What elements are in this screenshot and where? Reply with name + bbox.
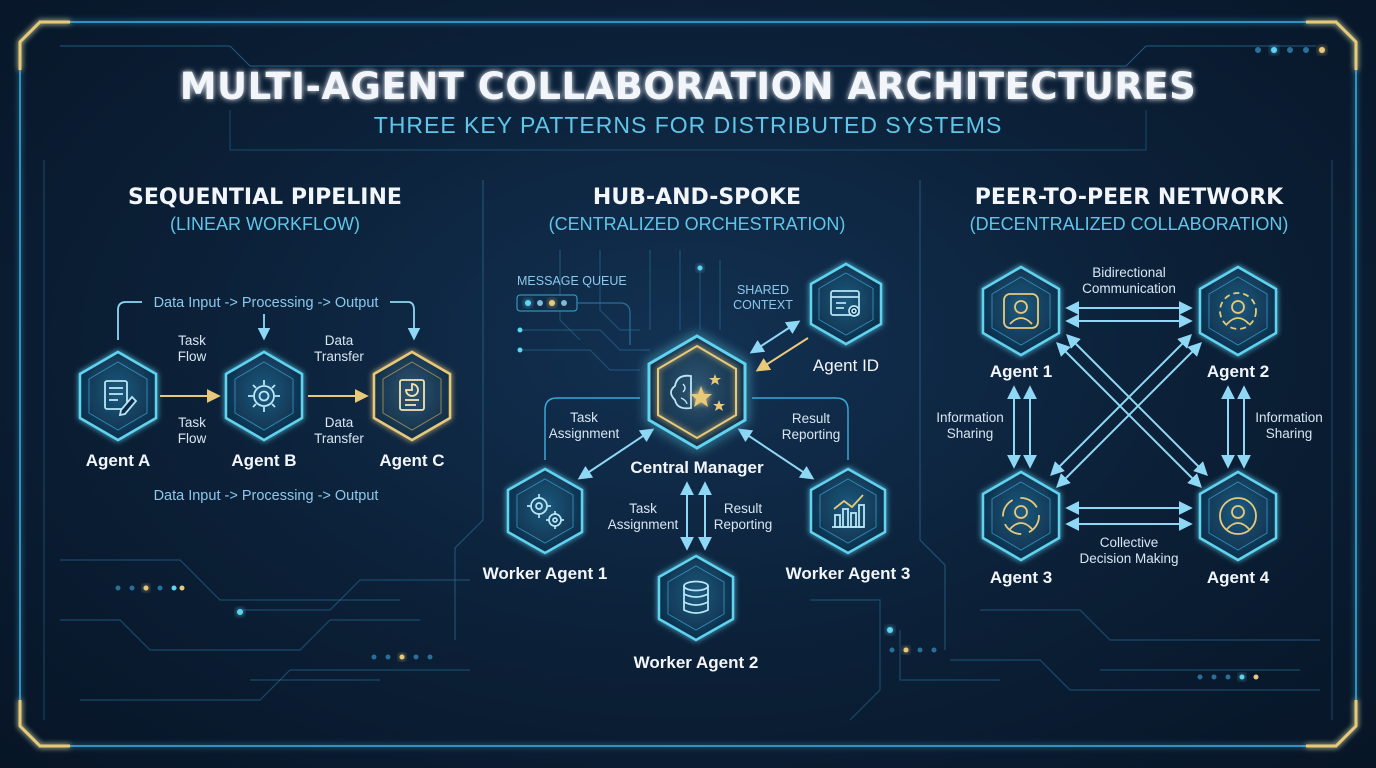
sequential-subtitle: (LINEAR WORKFLOW) — [170, 214, 360, 234]
circuit-traces — [60, 250, 1320, 721]
p2p-title: PEER-TO-PEER NETWORK — [975, 185, 1284, 210]
p2p-section: PEER-TO-PEER NETWORK (DECENTRALIZED COLL… — [936, 185, 1323, 587]
sequential-title: SEQUENTIAL PIPELINE — [128, 185, 402, 210]
user-icon — [1002, 497, 1040, 535]
arrow-agentid-to-hub — [755, 337, 809, 372]
message-queue-label: MESSAGE QUEUE — [517, 274, 627, 288]
task-flow-top-1: Task — [178, 333, 206, 348]
central-manager-label: Central Manager — [630, 458, 764, 477]
result-reporting-mid-2: Reporting — [714, 517, 773, 532]
agent-b-node[interactable] — [224, 350, 304, 442]
gear-icon — [248, 380, 280, 412]
user-icon — [1219, 292, 1257, 330]
spoke-left-loop — [544, 397, 640, 460]
worker-agent-1-node[interactable] — [506, 467, 584, 555]
hub-section: HUB-AND-SPOKE (CENTRALIZED ORCHESTRATION… — [483, 185, 911, 672]
arrow-hub-worker3 — [737, 428, 815, 480]
agent-c-label: Agent C — [379, 451, 444, 470]
data-transfer-bottom-2: Transfer — [314, 431, 364, 446]
spoke-right-loop — [752, 397, 849, 460]
info-right-1: Information — [1255, 410, 1323, 425]
collective-2: Decision Making — [1079, 551, 1178, 566]
info-left-2: Sharing — [947, 426, 994, 441]
arrow-a1-a4-diag-2 — [1066, 334, 1208, 476]
gears-icon — [527, 494, 564, 529]
p2p-agent-3-label: Agent 3 — [990, 568, 1052, 587]
arrow-a2-a3-diag-2 — [1050, 334, 1192, 476]
data-transfer-top-1: Data — [325, 333, 354, 348]
agent-id-node[interactable] — [809, 262, 883, 346]
arrow-hub-worker1 — [577, 428, 655, 480]
report-icon — [399, 379, 425, 411]
p2p-agent-4-label: Agent 4 — [1207, 568, 1270, 587]
frame-corner-accents — [18, 20, 1358, 748]
bottom-flow-label: Data Input -> Processing -> Output — [154, 488, 379, 504]
data-transfer-bottom-1: Data — [325, 415, 354, 430]
user-icon — [1003, 293, 1039, 329]
browser-settings-icon — [830, 290, 860, 317]
top-flow-bracket — [117, 301, 414, 340]
page-subtitle: THREE KEY PATTERNS FOR DISTRIBUTED SYSTE… — [374, 112, 1003, 138]
bar-chart-icon — [832, 494, 865, 528]
worker-agent-3-label: Worker Agent 3 — [786, 564, 911, 583]
user-icon — [1219, 497, 1257, 535]
result-reporting-mid-1: Result — [724, 501, 763, 516]
agent-id-label: Agent ID — [813, 356, 879, 375]
agent-a-label: Agent A — [86, 451, 151, 470]
p2p-agent-1-label: Agent 1 — [990, 362, 1052, 381]
info-left-1: Information — [936, 410, 1004, 425]
inner-frame — [43, 45, 1333, 720]
worker-agent-3-node[interactable] — [809, 467, 887, 555]
task-assignment-mid-2: Assignment — [608, 517, 679, 532]
top-flow-label: Data Input -> Processing -> Output — [154, 295, 379, 311]
shared-context-1: SHARED — [737, 283, 789, 297]
result-reporting-right-1: Result — [792, 411, 831, 426]
info-right-2: Sharing — [1266, 426, 1313, 441]
worker-agent-2-label: Worker Agent 2 — [634, 653, 759, 672]
hub-subtitle: (CENTRALIZED ORCHESTRATION) — [549, 214, 846, 234]
collective-1: Collective — [1100, 535, 1159, 550]
brain-star-icon — [670, 374, 725, 411]
sequential-section: SEQUENTIAL PIPELINE (LINEAR WORKFLOW) Da… — [78, 185, 452, 504]
page-title: MULTI-AGENT COLLABORATION ARCHITECTURES — [180, 65, 1197, 108]
worker-agent-1-label: Worker Agent 1 — [483, 564, 608, 583]
task-assignment-left-2: Assignment — [549, 426, 620, 441]
database-icon — [683, 580, 709, 614]
bidirectional-1: Bidirectional — [1092, 265, 1166, 280]
hub-title: HUB-AND-SPOKE — [593, 185, 801, 210]
p2p-agent-2-label: Agent 2 — [1207, 362, 1269, 381]
agent-c-node[interactable] — [372, 350, 452, 442]
message-queue-widget — [516, 294, 631, 345]
p2p-agent-3-node[interactable] — [981, 470, 1061, 562]
task-assignment-mid-1: Task — [629, 501, 657, 516]
central-manager-node[interactable] — [647, 334, 747, 450]
p2p-subtitle: (DECENTRALIZED COLLABORATION) — [970, 214, 1289, 234]
task-flow-bottom-2: Flow — [178, 431, 207, 446]
worker-agent-2-node[interactable] — [657, 554, 735, 642]
circuit-nodes — [115, 47, 1325, 680]
p2p-agent-4-node[interactable] — [1198, 470, 1278, 562]
bidirectional-2: Communication — [1082, 281, 1176, 296]
arrow-hub-to-agentid — [749, 320, 801, 354]
task-flow-top-2: Flow — [178, 349, 207, 364]
section-dividers — [454, 180, 946, 650]
agent-b-label: Agent B — [231, 451, 296, 470]
p2p-agent-1-node[interactable] — [981, 265, 1061, 357]
document-edit-icon — [104, 380, 138, 417]
task-flow-bottom-1: Task — [178, 415, 206, 430]
data-transfer-top-2: Transfer — [314, 349, 364, 364]
task-assignment-left-1: Task — [570, 410, 598, 425]
result-reporting-right-2: Reporting — [782, 427, 841, 442]
p2p-agent-2-node[interactable] — [1198, 265, 1278, 357]
shared-context-2: CONTEXT — [733, 298, 793, 312]
agent-a-node[interactable] — [78, 350, 158, 442]
